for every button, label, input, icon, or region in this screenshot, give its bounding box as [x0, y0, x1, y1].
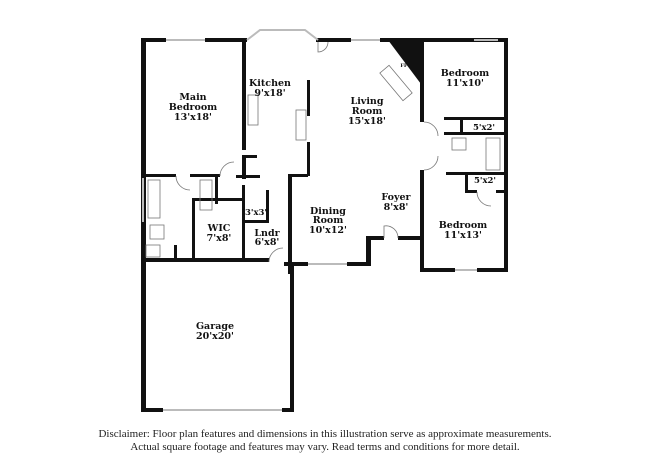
laundry-size: 6'x8' — [255, 237, 280, 248]
room-labels: Main Bedroom 13'x18' Kitchen 9'x18' Livi… — [169, 63, 496, 342]
dining-room-label-2: Room — [313, 215, 344, 226]
living-room-size: 15'x18' — [348, 116, 386, 127]
kitchen-label: Kitchen — [249, 78, 291, 89]
main-bedroom-label: Main — [179, 92, 206, 103]
bedroom-2-label: Bedroom — [439, 220, 487, 231]
main-bedroom-size: 13'x18' — [174, 112, 212, 123]
living-room-label: Living — [351, 96, 384, 107]
wic-label: WIC — [207, 223, 231, 234]
laundry-label: Lndr — [254, 228, 280, 239]
closet-2-size: 5'x2' — [474, 176, 496, 186]
bedroom-2-size: 11'x13' — [444, 230, 482, 241]
fireplace-label: FP — [400, 63, 408, 69]
bedroom-1-label: Bedroom — [441, 68, 489, 79]
foyer-label: Foyer — [381, 192, 411, 203]
disclaimer-line-1: Disclaimer: Floor plan features and dime… — [98, 428, 552, 440]
bedroom-1-size: 11'x10' — [446, 78, 484, 89]
main-bedroom-label-2: Bedroom — [169, 102, 217, 113]
disclaimer: Disclaimer: Floor plan features and dime… — [0, 428, 650, 454]
dining-room-size: 10'x12' — [309, 225, 347, 236]
foyer-size: 8'x8' — [384, 202, 409, 213]
garage-size: 20'x20' — [196, 331, 234, 342]
disclaimer-line-2: Actual square footage and features may v… — [130, 441, 520, 453]
wic-size: 7'x8' — [207, 233, 232, 244]
living-room-label-2: Room — [352, 106, 383, 117]
windows — [142, 29, 498, 411]
walls — [141, 38, 508, 412]
doors-fixtures — [145, 41, 501, 263]
garage-label: Garage — [196, 321, 234, 332]
closet-1-size: 5'x2' — [473, 123, 495, 133]
kitchen-size: 9'x18' — [254, 88, 285, 99]
pantry-size: 3'x3' — [245, 208, 267, 218]
dining-room-label: Dining — [310, 206, 346, 217]
